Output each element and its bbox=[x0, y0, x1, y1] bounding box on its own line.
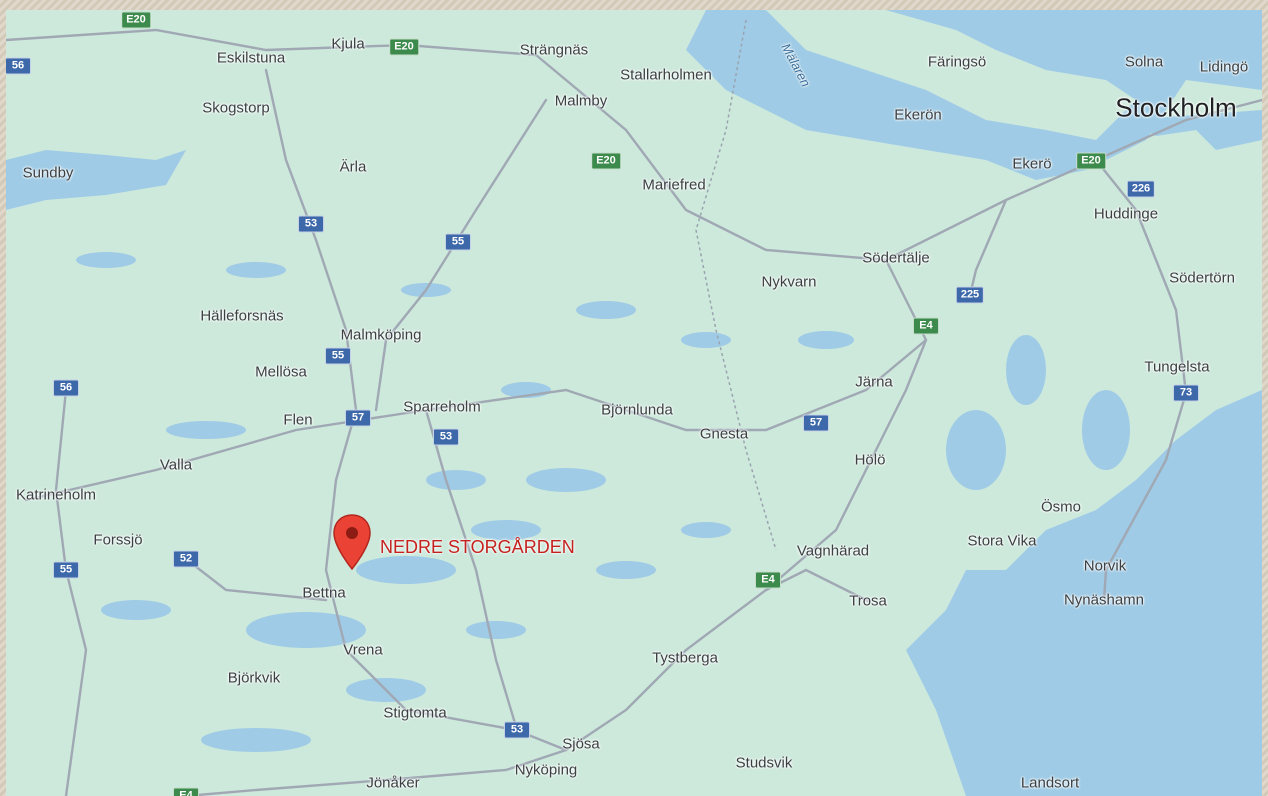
place-label[interactable]: Björkvik bbox=[227, 669, 281, 687]
road-shield: 55 bbox=[53, 561, 79, 579]
place-label[interactable]: Tungelsta bbox=[1144, 358, 1210, 376]
place-label[interactable]: Björnlunda bbox=[601, 401, 673, 419]
place-label[interactable]: Mellösa bbox=[255, 363, 307, 381]
road-shield: E20 bbox=[1076, 152, 1106, 170]
place-label[interactable]: Valla bbox=[159, 456, 193, 474]
place-label[interactable]: Södertörn bbox=[1169, 269, 1235, 287]
road-shield: E20 bbox=[121, 11, 151, 29]
road-shield: 56 bbox=[53, 379, 79, 397]
place-label[interactable]: Huddinge bbox=[1093, 205, 1159, 223]
lakes bbox=[76, 252, 1130, 752]
road-shield: 73 bbox=[1173, 384, 1199, 402]
pin-label[interactable]: NEDRE STORGÅRDEN bbox=[380, 537, 575, 557]
road-shield: E4 bbox=[755, 571, 781, 589]
place-label[interactable]: Stigtomta bbox=[383, 704, 447, 722]
pin-icon bbox=[333, 514, 371, 571]
road-shield: 226 bbox=[1126, 180, 1156, 198]
place-label[interactable]: Järna bbox=[855, 373, 893, 391]
location-pin[interactable] bbox=[332, 513, 372, 576]
road-shield: 57 bbox=[345, 409, 371, 427]
place-label[interactable]: Norvik bbox=[1083, 557, 1127, 575]
road-shield: 56 bbox=[6, 57, 31, 75]
place-label[interactable]: Stallarholmen bbox=[620, 66, 712, 84]
city-label-stockholm[interactable]: Stockholm bbox=[1115, 92, 1237, 123]
road-shield: E4 bbox=[913, 317, 939, 335]
road-shield: 225 bbox=[955, 286, 985, 304]
place-label[interactable]: Malmköping bbox=[340, 326, 422, 344]
place-label[interactable]: Trosa bbox=[849, 592, 887, 610]
road-shield: 53 bbox=[433, 428, 459, 446]
place-label[interactable]: Hälleforsnäs bbox=[200, 307, 284, 325]
place-label[interactable]: Ärla bbox=[339, 158, 367, 176]
sea-area bbox=[906, 390, 1262, 796]
place-label[interactable]: Forssjö bbox=[93, 531, 143, 549]
place-label[interactable]: Bettna bbox=[302, 584, 346, 602]
place-label[interactable]: Strängnäs bbox=[519, 41, 589, 59]
place-label[interactable]: Gnesta bbox=[699, 425, 749, 443]
place-label[interactable]: Sundby bbox=[22, 164, 74, 182]
place-label[interactable]: Tystberga bbox=[652, 649, 718, 667]
place-label[interactable]: Ekerön bbox=[894, 106, 942, 124]
place-label[interactable]: Lidingö bbox=[1199, 58, 1249, 76]
place-label[interactable]: Stora Vika bbox=[967, 532, 1037, 550]
road-shield: E20 bbox=[389, 38, 419, 56]
road-shield: 52 bbox=[173, 550, 199, 568]
place-label[interactable]: Flen bbox=[283, 411, 313, 429]
road-shield: 53 bbox=[504, 721, 530, 739]
place-label[interactable]: Eskilstuna bbox=[216, 49, 286, 67]
place-label[interactable]: Södertälje bbox=[862, 249, 930, 267]
road-shield: 55 bbox=[325, 347, 351, 365]
place-label[interactable]: Nykvarn bbox=[761, 273, 817, 291]
place-label[interactable]: Katrineholm bbox=[15, 486, 97, 504]
place-label[interactable]: Ekerö bbox=[1012, 155, 1052, 173]
place-label[interactable]: Nyköping bbox=[514, 761, 578, 779]
place-label[interactable]: Sparreholm bbox=[403, 398, 481, 416]
place-label[interactable]: Nynäshamn bbox=[1063, 591, 1145, 609]
place-label[interactable]: Ösmo bbox=[1040, 498, 1082, 516]
place-label[interactable]: Färingsö bbox=[927, 53, 987, 71]
place-label[interactable]: Studsvik bbox=[735, 754, 793, 772]
road-shield: 55 bbox=[445, 233, 471, 251]
sea-inlet bbox=[1126, 110, 1262, 150]
place-label[interactable]: Mariefred bbox=[642, 176, 706, 194]
place-label[interactable]: Vagnhärad bbox=[796, 542, 870, 560]
place-label[interactable]: Malmby bbox=[554, 92, 608, 110]
place-label[interactable]: Jönåker bbox=[366, 774, 420, 792]
place-label[interactable]: Skogstorp bbox=[202, 99, 270, 117]
place-label[interactable]: Landsort bbox=[1020, 774, 1080, 792]
road-shield: E20 bbox=[591, 152, 621, 170]
place-label[interactable]: Sjösa bbox=[562, 735, 600, 753]
map-base-layer bbox=[6, 10, 1262, 796]
place-label[interactable]: Kjula bbox=[331, 35, 365, 53]
place-label[interactable]: Hölö bbox=[854, 451, 886, 469]
road-shield: 57 bbox=[803, 414, 829, 432]
road-shield: E4 bbox=[173, 787, 199, 796]
place-label[interactable]: Solna bbox=[1124, 53, 1164, 71]
road-shield: 53 bbox=[298, 215, 324, 233]
lake-west bbox=[6, 150, 186, 210]
place-label[interactable]: Vrena bbox=[343, 641, 383, 659]
lake-malaren bbox=[686, 10, 1262, 180]
